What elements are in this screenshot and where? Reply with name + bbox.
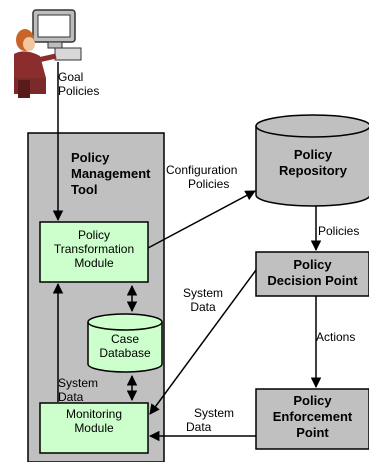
decision-line-2: Decision Point xyxy=(267,273,358,288)
user-at-computer-icon xyxy=(14,9,82,98)
transformation-module-box xyxy=(39,221,149,283)
configuration-policies-label: Configuration Policies xyxy=(166,163,237,191)
enforcement-point-label: Policy Enforcement Point xyxy=(256,393,369,441)
tool-title-line-1: Policy xyxy=(71,150,110,165)
goal-line: Goal xyxy=(58,70,84,84)
transformation-line-1: Policy xyxy=(77,228,110,242)
tool-title: Policy Management Tool xyxy=(71,150,150,198)
decision-system-data-label: System Data xyxy=(178,286,228,314)
enforcement-line-2: Enforcement xyxy=(272,409,353,424)
configuration-policies-arrow xyxy=(147,190,256,249)
enforcement-line-1: Policy xyxy=(293,393,332,408)
repository-line-1: Policy xyxy=(293,147,333,162)
tool-title-line-2: Management xyxy=(71,166,151,181)
database-line: Database xyxy=(99,346,151,360)
decision-system-data-arrow xyxy=(149,269,257,415)
monitoring-system-data-label: System Data xyxy=(58,376,98,404)
enforcement-system-data-label: System Data xyxy=(186,406,234,434)
decision-data-line: Data xyxy=(190,300,216,314)
case-line: Case xyxy=(110,332,139,346)
enforcement-line-3: Point xyxy=(296,425,329,440)
enforcement-data-line: Data xyxy=(186,420,212,434)
decision-point-label: Policy Decision Point xyxy=(256,257,369,289)
data-line: Data xyxy=(58,390,84,404)
transformation-line-3: Module xyxy=(74,256,114,270)
transformation-module-label: Policy Transformation Module xyxy=(40,228,148,270)
monitoring-line-2: Module xyxy=(74,421,114,435)
policies-line: Policies xyxy=(58,84,100,98)
goal-policies-label: Goal Policies xyxy=(58,70,99,98)
monitoring-line-1: Monitoring xyxy=(65,407,123,421)
case-database-label: Case Database xyxy=(88,332,162,360)
enforcement-system-line: System xyxy=(194,406,235,420)
enforcement-point-box xyxy=(255,388,369,450)
policy-repository-cylinder xyxy=(255,114,369,207)
policy-repository-label: Policy Repository xyxy=(256,147,369,179)
tool-title-line-3: Tool xyxy=(71,182,98,197)
repository-line-2: Repository xyxy=(279,163,347,178)
monitoring-module-box xyxy=(39,402,149,454)
decision-system-line: System xyxy=(182,286,223,300)
configuration-line: Configuration xyxy=(166,163,238,177)
monitoring-module-label: Monitoring Module xyxy=(40,407,148,435)
actions-label: Actions xyxy=(316,330,356,344)
system-line: System xyxy=(58,376,99,390)
case-database-cylinder xyxy=(87,313,163,373)
decision-line-1: Policy xyxy=(293,257,332,272)
config-policies-line: Policies xyxy=(188,177,230,191)
decision-point-box xyxy=(255,251,369,297)
transformation-line-2: Transformation xyxy=(53,242,135,256)
policies-label: Policies xyxy=(318,224,360,238)
